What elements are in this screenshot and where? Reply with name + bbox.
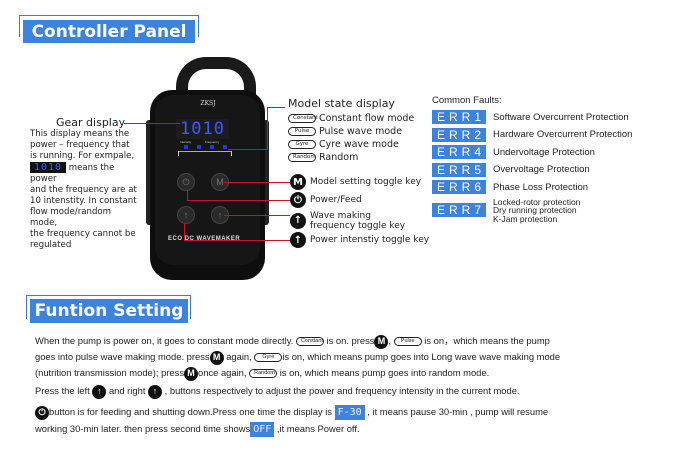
key-frequency: ↑Wave making frequency toggle key [290, 211, 410, 231]
example-display: 1010 [30, 162, 66, 173]
gyre-pill: Gyre [288, 140, 316, 149]
up-arrow-icon: ↑ [290, 232, 306, 248]
model-state-title: Model state display [288, 97, 395, 110]
off-display: OFF [250, 422, 275, 438]
intensity-button[interactable]: ↑ [177, 206, 195, 224]
f30-display: F-30 [334, 405, 365, 421]
paragraph-line: working 30-min later. then press second … [35, 422, 360, 438]
constant-pill: Constant [288, 114, 318, 123]
power-icon: ⏻ [290, 192, 306, 208]
power-icon: ⏻ [35, 405, 49, 420]
paragraph-line: Press the left ↑ and right ↑ , buttons r… [35, 383, 520, 399]
power-button[interactable]: ⏻ [177, 173, 195, 191]
frequency-label: Frequency [205, 140, 220, 144]
faults-title: Common Faults: [432, 95, 502, 106]
paragraph-line: When the pump is power on, it goes to co… [35, 333, 550, 349]
function-setting-title: Funtion Setting [30, 299, 188, 323]
up-arrow-icon: ↑ [148, 384, 163, 399]
intensity-label: Intensity [180, 140, 192, 144]
key-power: ⏻Power/Feed [290, 192, 362, 208]
m-icon: M [290, 174, 306, 190]
pulse-pill: Pulse [288, 127, 316, 136]
device-name: ECO DC WAVEMAKER [168, 236, 241, 242]
brand-logo: ZKSJ [200, 100, 216, 107]
m-icon: M [209, 350, 224, 365]
gear-display-title: Gear display [56, 116, 126, 129]
m-icon: M [374, 334, 389, 349]
header2-outline [26, 295, 191, 319]
paragraph-line: ⏻button is for feeding and shutting down… [35, 404, 548, 421]
up-arrow-icon: ↑ [290, 213, 306, 229]
header-outline [19, 15, 199, 37]
key-intensity: ↑Power intenstiy toggle key [290, 232, 429, 248]
controller-panel-title: Controller Panel [23, 20, 195, 43]
random-pill: Random [288, 153, 316, 162]
gear-display: 1010 [176, 119, 229, 139]
up-arrow-icon: ↑ [92, 384, 107, 399]
m-icon: M [184, 366, 199, 381]
